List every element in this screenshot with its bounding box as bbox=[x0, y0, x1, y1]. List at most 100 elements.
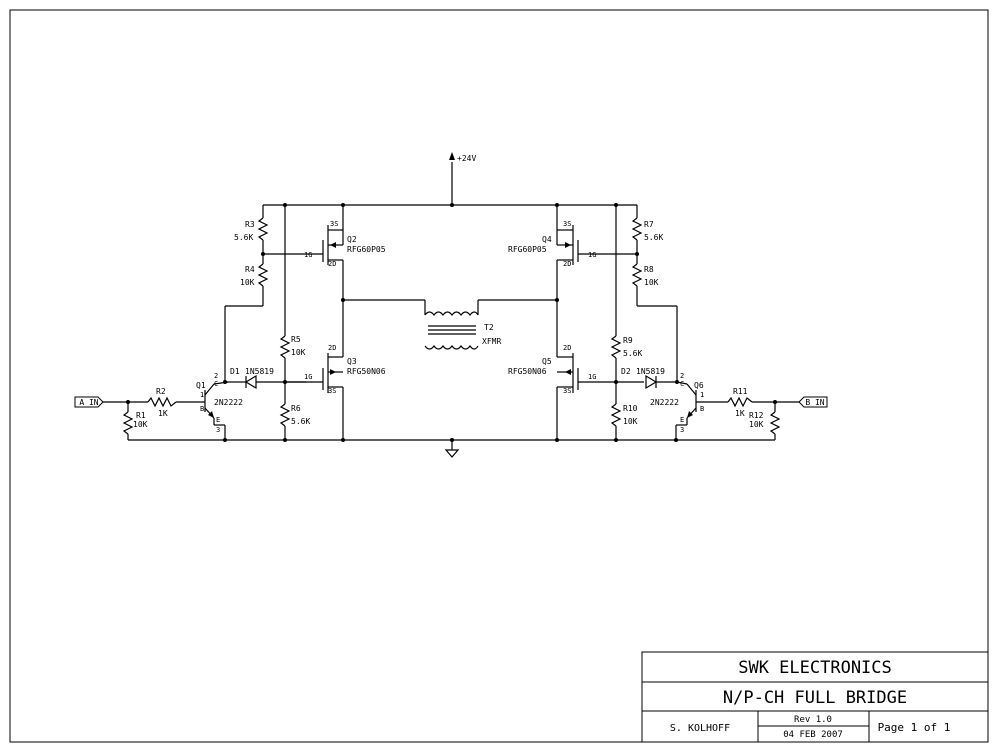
q4-value: RFG60P05 bbox=[508, 245, 547, 254]
r7-ref: R7 bbox=[644, 220, 654, 229]
q3-pin-d: 2D bbox=[328, 344, 336, 352]
supply-label: +24V bbox=[457, 154, 476, 163]
r8-ref: R8 bbox=[644, 265, 654, 274]
mosfet-q3: 2D 1G 3S Q3 RFG50N06 bbox=[304, 300, 386, 440]
right-divider-wires bbox=[578, 205, 678, 382]
left-input-wires bbox=[103, 401, 205, 440]
q5-pin-d: 2D bbox=[563, 344, 571, 352]
resistor-r4: R4 10K bbox=[240, 263, 269, 287]
q4-ref: Q4 bbox=[542, 235, 552, 244]
q6-pin-c: C bbox=[680, 380, 684, 388]
r2-ref: R2 bbox=[156, 387, 166, 396]
r9-ref: R9 bbox=[623, 336, 633, 345]
resistor-r9: R9 5.6K bbox=[610, 335, 642, 359]
port-b-in-label: B IN bbox=[805, 398, 824, 407]
q5-value: RFG50N06 bbox=[508, 367, 547, 376]
resistor-r7: R7 5.6K bbox=[631, 217, 663, 242]
r3-value: 5.6K bbox=[234, 233, 253, 242]
q5-ref: Q5 bbox=[542, 357, 552, 366]
q2-value: RFG60P05 bbox=[347, 245, 386, 254]
q1-pin-e: E bbox=[216, 416, 220, 424]
q2-pin-g: 1G bbox=[304, 251, 312, 259]
r12-value: 10K bbox=[749, 420, 764, 429]
date-label: 04 FEB 2007 bbox=[783, 730, 843, 740]
q6-pin-e: E bbox=[680, 416, 684, 424]
q1-value: 2N2222 bbox=[214, 398, 243, 407]
port-a-in: A IN bbox=[74, 396, 104, 408]
q3-ref: Q3 bbox=[347, 357, 357, 366]
resistor-r1: R1 10K bbox=[122, 411, 148, 435]
resistor-r2: R2 1K bbox=[147, 387, 177, 418]
q5-pin-g: 1G bbox=[588, 373, 596, 381]
q4-pin-g: 1G bbox=[588, 251, 596, 259]
ground-symbol-icon bbox=[444, 449, 460, 458]
title-block: SWK ELECTRONICS N/P-CH FULL BRIDGE S. KO… bbox=[641, 651, 989, 743]
resistor-r6: R6 5.6K bbox=[279, 403, 310, 427]
q4-pin-s: 3S bbox=[563, 220, 571, 228]
page-number: Page 1 of 1 bbox=[878, 721, 951, 734]
q5-pin-s: 3S bbox=[563, 387, 571, 395]
q1-pin1: 1 bbox=[200, 391, 204, 399]
author-name: S. KOLHOFF bbox=[670, 723, 730, 734]
q4-pin-d: 2D bbox=[563, 260, 571, 268]
revision-label: Rev 1.0 bbox=[794, 715, 832, 725]
r1-value: 10K bbox=[133, 420, 148, 429]
q3-pin-g: 1G bbox=[304, 373, 312, 381]
r2-value: 1K bbox=[158, 409, 168, 418]
bjt-q1: Q1 2N2222 2 C 1 B E 3 bbox=[196, 372, 243, 440]
resistor-r11: R11 1K bbox=[727, 387, 753, 418]
r10-ref: R10 bbox=[623, 404, 638, 413]
r1-ref: R1 bbox=[136, 411, 146, 420]
q3-value: RFG50N06 bbox=[347, 367, 386, 376]
left-divider-wires bbox=[262, 205, 323, 306]
resistor-r5: R5 10K bbox=[279, 335, 306, 359]
resistor-r3: R3 5.6K bbox=[234, 217, 269, 242]
r12-ref: R12 bbox=[749, 411, 764, 420]
q2-ref: Q2 bbox=[347, 235, 357, 244]
q6-pin3: 3 bbox=[680, 426, 684, 434]
r6-value: 5.6K bbox=[291, 417, 310, 426]
t2-value: XFMR bbox=[482, 337, 501, 346]
diode-d2: D2 1N5819 bbox=[621, 367, 677, 390]
q1-pin3: 3 bbox=[216, 426, 220, 434]
mosfet-q4: 3S 1G 2D Q4 RFG60P05 bbox=[508, 205, 596, 300]
resistor-r12: R12 10K bbox=[749, 411, 781, 435]
supply-arrow-icon bbox=[449, 152, 455, 160]
q1-pin-b: B bbox=[200, 405, 204, 413]
diode-d1: D1 1N5819 bbox=[230, 367, 274, 390]
r10-value: 10K bbox=[623, 417, 638, 426]
r8-value: 10K bbox=[644, 278, 659, 287]
r5-value: 10K bbox=[291, 348, 306, 357]
r3-ref: R3 bbox=[245, 220, 255, 229]
junction-dots bbox=[126, 203, 777, 442]
t2-ref: T2 bbox=[484, 323, 494, 332]
q1-pin-c: C bbox=[214, 380, 218, 388]
q3-pin-s: 3S bbox=[328, 387, 336, 395]
supply-rail bbox=[263, 162, 637, 206]
r4-ref: R4 bbox=[245, 265, 255, 274]
d2-ref: D2 bbox=[621, 367, 631, 376]
q6-ref: Q6 bbox=[694, 381, 704, 390]
d1-value: 1N5819 bbox=[245, 367, 274, 376]
q1-ref: Q1 bbox=[196, 381, 206, 390]
q1-pin2: 2 bbox=[214, 372, 218, 380]
r5-ref: R5 bbox=[291, 335, 301, 344]
mosfet-q2: 3S 1G 2D Q2 RFG60P05 bbox=[304, 205, 386, 300]
r7-value: 5.6K bbox=[644, 233, 663, 242]
mosfet-q5: 2D 1G 3S Q5 RFG50N06 bbox=[508, 300, 596, 440]
q6-value: 2N2222 bbox=[650, 398, 679, 407]
company-name: SWK ELECTRONICS bbox=[738, 658, 892, 678]
r6-ref: R6 bbox=[291, 404, 301, 413]
q6-pin1: 1 bbox=[700, 391, 704, 399]
r9-value: 5.6K bbox=[623, 349, 642, 358]
r4-value: 10K bbox=[240, 278, 255, 287]
d1-ref: D1 bbox=[230, 367, 240, 376]
transformer-t2: T2 XFMR bbox=[343, 299, 557, 350]
sheet-border bbox=[9, 9, 989, 743]
resistor-r8: R8 10K bbox=[631, 263, 659, 287]
right-input-wires bbox=[696, 401, 799, 440]
q2-pin-s: 3S bbox=[330, 220, 338, 228]
r11-ref: R11 bbox=[733, 387, 748, 396]
resistor-r10: R10 10K bbox=[610, 403, 638, 427]
